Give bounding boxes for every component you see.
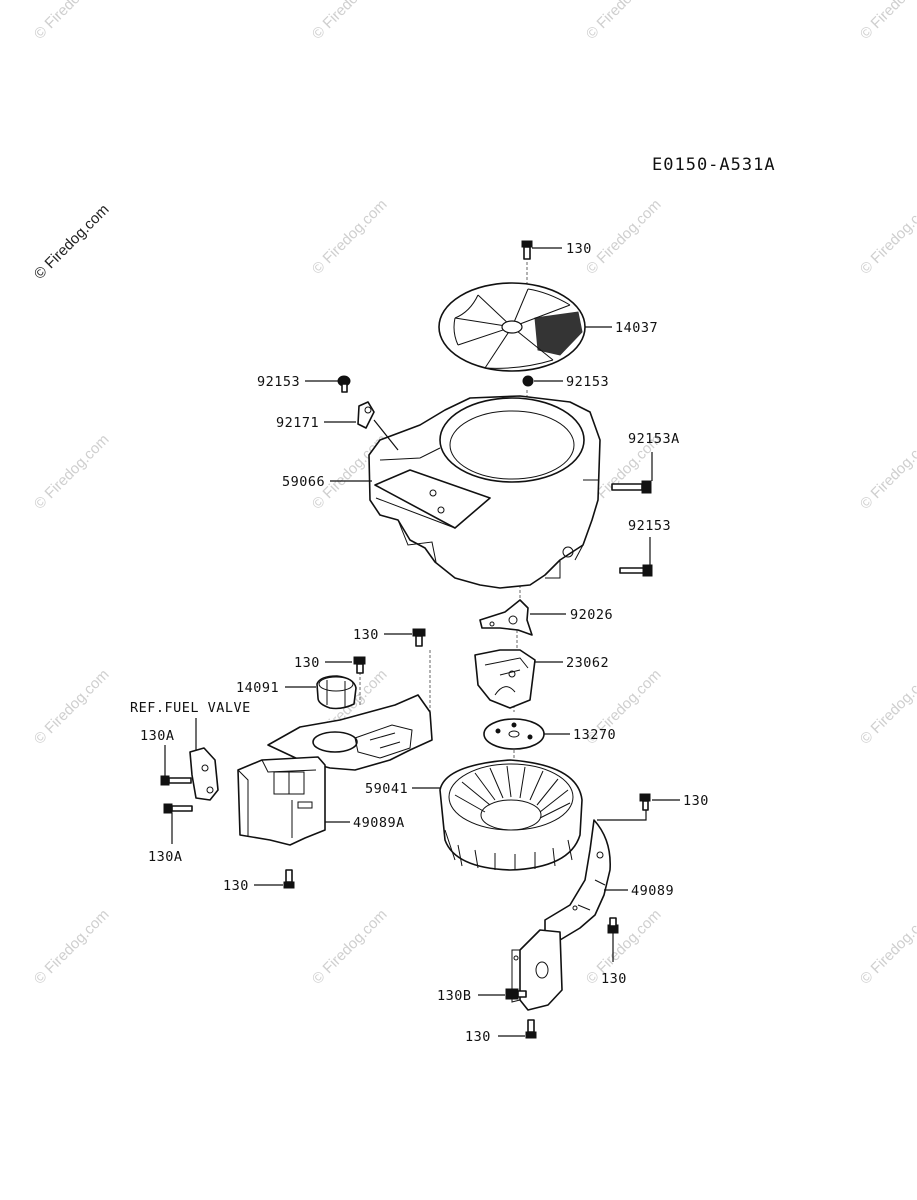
screw-130B [505, 988, 527, 1000]
bolt-92153-right [619, 564, 653, 577]
screw-130-bottom [525, 1019, 537, 1039]
callout-92026: 92026 [570, 607, 613, 623]
screw-130A-bottom [163, 803, 193, 814]
watermark-tile: © Firedog.com [309, 906, 391, 988]
callout-130B: 130B [437, 988, 472, 1004]
watermark-tile: © Firedog.com [583, 196, 665, 278]
fuel-valve-bracket [189, 747, 219, 801]
callout-130-mid1: 130 [353, 627, 379, 643]
watermark-tile: © Firedog.com [857, 906, 917, 988]
callout-59041: 59041 [365, 781, 408, 797]
watermark-tile: © Firedog.com [31, 666, 113, 748]
screw-130-mid1 [412, 628, 426, 647]
watermark-tile: © Firedog.com [857, 431, 917, 513]
callout-14091: 14091 [236, 680, 279, 696]
callout-92153-left: 92153 [257, 374, 300, 390]
watermark-tile: © Firedog.com [583, 0, 665, 43]
shroud-49089A [237, 756, 326, 846]
diagram-code: E0150-A531A [652, 155, 776, 175]
screw-130A-top [160, 775, 192, 786]
callout-130-bottom: 130 [465, 1029, 491, 1045]
clip-92171 [357, 401, 375, 429]
callout-92171: 92171 [276, 415, 319, 431]
watermark-tile: © Firedog.com [31, 0, 113, 43]
screw-130-top [521, 240, 533, 260]
callout-130-right-low: 130 [601, 971, 627, 987]
watermark-tile: © Firedog.com [309, 0, 391, 43]
callout-14037: 14037 [615, 320, 658, 336]
plate-92026 [479, 599, 533, 636]
watermark-main: © Firedog.com [31, 201, 113, 283]
fan-housing-59066 [368, 395, 601, 589]
ref-fuel-valve-note: REF.FUEL VALVE [130, 700, 251, 716]
callout-92153-right: 92153 [628, 518, 671, 534]
bolt-92153A [611, 480, 652, 494]
watermark-tile: © Firedog.com [31, 906, 113, 988]
screw-130-right-low [607, 917, 619, 934]
callout-23062: 23062 [566, 655, 609, 671]
bolt-92153-center [522, 375, 534, 387]
callout-92153A: 92153A [628, 431, 680, 447]
screw-130-fan [639, 793, 651, 811]
cooling-fan-59041 [439, 759, 583, 871]
bracket-23062 [474, 649, 536, 709]
screw-130-lower-left [283, 869, 295, 889]
watermark-tile: © Firedog.com [857, 0, 917, 43]
watermark-tile: © Firedog.com [31, 431, 113, 513]
callout-130A-top: 130A [140, 728, 175, 744]
watermark-tile: © Firedog.com [857, 196, 917, 278]
callout-92153-center: 92153 [566, 374, 609, 390]
callout-59066: 59066 [282, 474, 325, 490]
screw-130-mid2 [353, 656, 366, 674]
callout-130-top: 130 [566, 241, 592, 257]
callout-49089A: 49089A [353, 815, 405, 831]
watermark-tile: © Firedog.com [857, 666, 917, 748]
callout-130-mid2: 130 [294, 655, 320, 671]
callout-49089: 49089 [631, 883, 674, 899]
callout-130-fan: 130 [683, 793, 709, 809]
collar-14091 [316, 675, 357, 710]
callout-130A-bottom: 130A [148, 849, 183, 865]
watermark-tile: © Firedog.com [309, 196, 391, 278]
callout-13270: 13270 [573, 727, 616, 743]
pulley-13270 [483, 718, 545, 750]
bolt-92153-left [337, 375, 351, 393]
rotating-screen-14037 [438, 282, 586, 372]
guard-plate [267, 694, 433, 771]
callout-130-lower-left: 130 [223, 878, 249, 894]
shroud-49089 [511, 819, 611, 1011]
